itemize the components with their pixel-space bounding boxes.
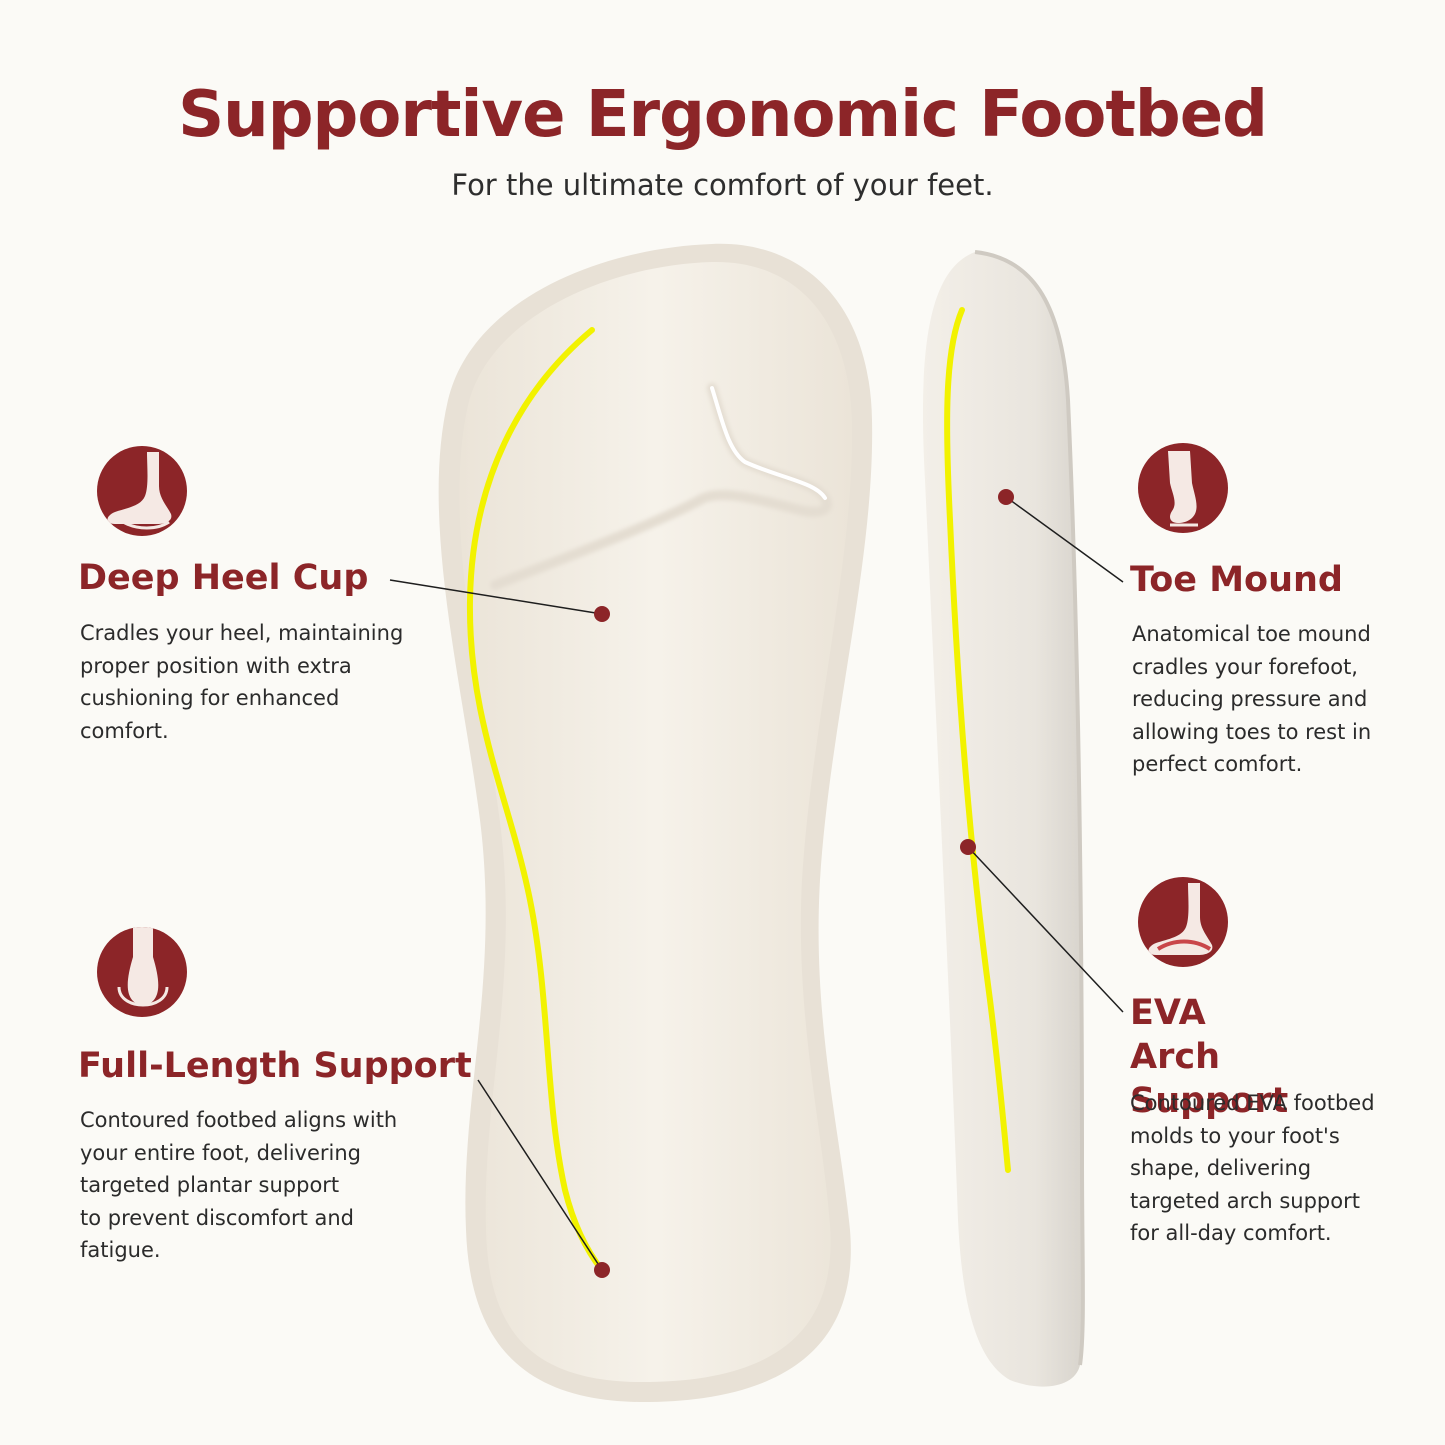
feature-description: Cradles your heel, maintaining proper po…: [80, 621, 404, 743]
insole-side-view: [922, 250, 1085, 1387]
heel-leader: [389, 579, 610, 622]
feature-title: EVA Arch Support: [1130, 993, 1289, 1121]
feature-title: Full-Length Support: [78, 1046, 472, 1086]
feature-title: Toe Mound: [1130, 560, 1343, 600]
feature-description: Contoured footbed aligns with your entir…: [80, 1108, 398, 1262]
insole-top-view: [438, 243, 873, 1403]
toe-leader: [998, 489, 1124, 583]
feature-description: Contoured EVA footbed molds to your foot…: [1130, 1091, 1375, 1245]
feature-description: Anatomical toe mound cradles your forefo…: [1132, 622, 1372, 776]
arch-foot-icon: [1138, 877, 1228, 967]
heel-foot-icon: [97, 446, 187, 536]
arch-leader: [960, 839, 1124, 1013]
heel-back-icon: [97, 927, 187, 1017]
page-subtitle: For the ultimate comfort of your feet.: [451, 168, 994, 202]
foot-side-icon: [1138, 443, 1228, 533]
full-length-leader: [477, 1079, 610, 1278]
page-title: Supportive Ergonomic Footbed: [178, 78, 1268, 152]
feature-title: Deep Heel Cup: [78, 558, 369, 598]
